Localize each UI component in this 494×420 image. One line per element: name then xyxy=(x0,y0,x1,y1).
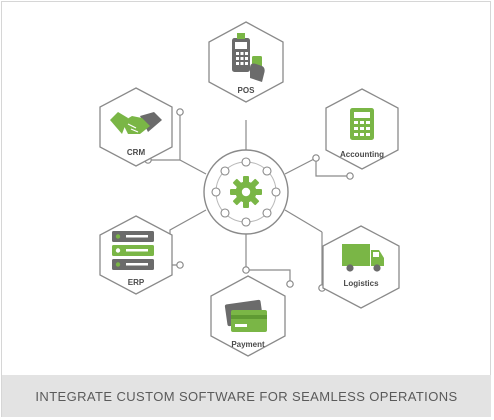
central-hub xyxy=(203,149,289,235)
node-label-erp: ERP xyxy=(128,278,145,287)
node-erp: ERP xyxy=(99,215,173,295)
node-crm: CRM xyxy=(99,87,173,167)
node-accounting: Accounting xyxy=(325,88,399,170)
integration-diagram: POS CRM Accounting xyxy=(99,21,400,357)
node-label-logistics: Logistics xyxy=(343,279,379,288)
node-payment: Payment xyxy=(210,275,286,357)
node-label-accounting: Accounting xyxy=(340,150,384,159)
caption-text: INTEGRATE CUSTOM SOFTWARE FOR SEAMLESS O… xyxy=(35,388,458,404)
calculator-icon xyxy=(350,108,374,140)
node-label-pos: POS xyxy=(238,86,256,95)
node-pos: POS xyxy=(208,21,284,103)
connector-erp xyxy=(169,209,207,266)
node-logistics: Logistics xyxy=(322,225,400,309)
caption-bar: INTEGRATE CUSTOM SOFTWARE FOR SEAMLESS O… xyxy=(2,375,491,417)
connector-payment-b xyxy=(246,269,291,284)
gear-icon xyxy=(230,176,262,208)
connector-accounting-b xyxy=(315,158,350,177)
connector-logistics xyxy=(284,209,323,233)
truck-icon xyxy=(342,244,384,272)
hub-orbit-dots xyxy=(211,157,281,227)
pos-terminal-icon xyxy=(232,33,265,82)
handshake-icon xyxy=(110,112,162,134)
connector-accounting xyxy=(284,157,317,175)
connector-crm xyxy=(179,112,207,175)
server-stack-icon xyxy=(112,231,154,270)
node-label-payment: Payment xyxy=(231,340,265,349)
credit-card-icon xyxy=(224,299,267,332)
node-label-crm: CRM xyxy=(127,148,146,157)
